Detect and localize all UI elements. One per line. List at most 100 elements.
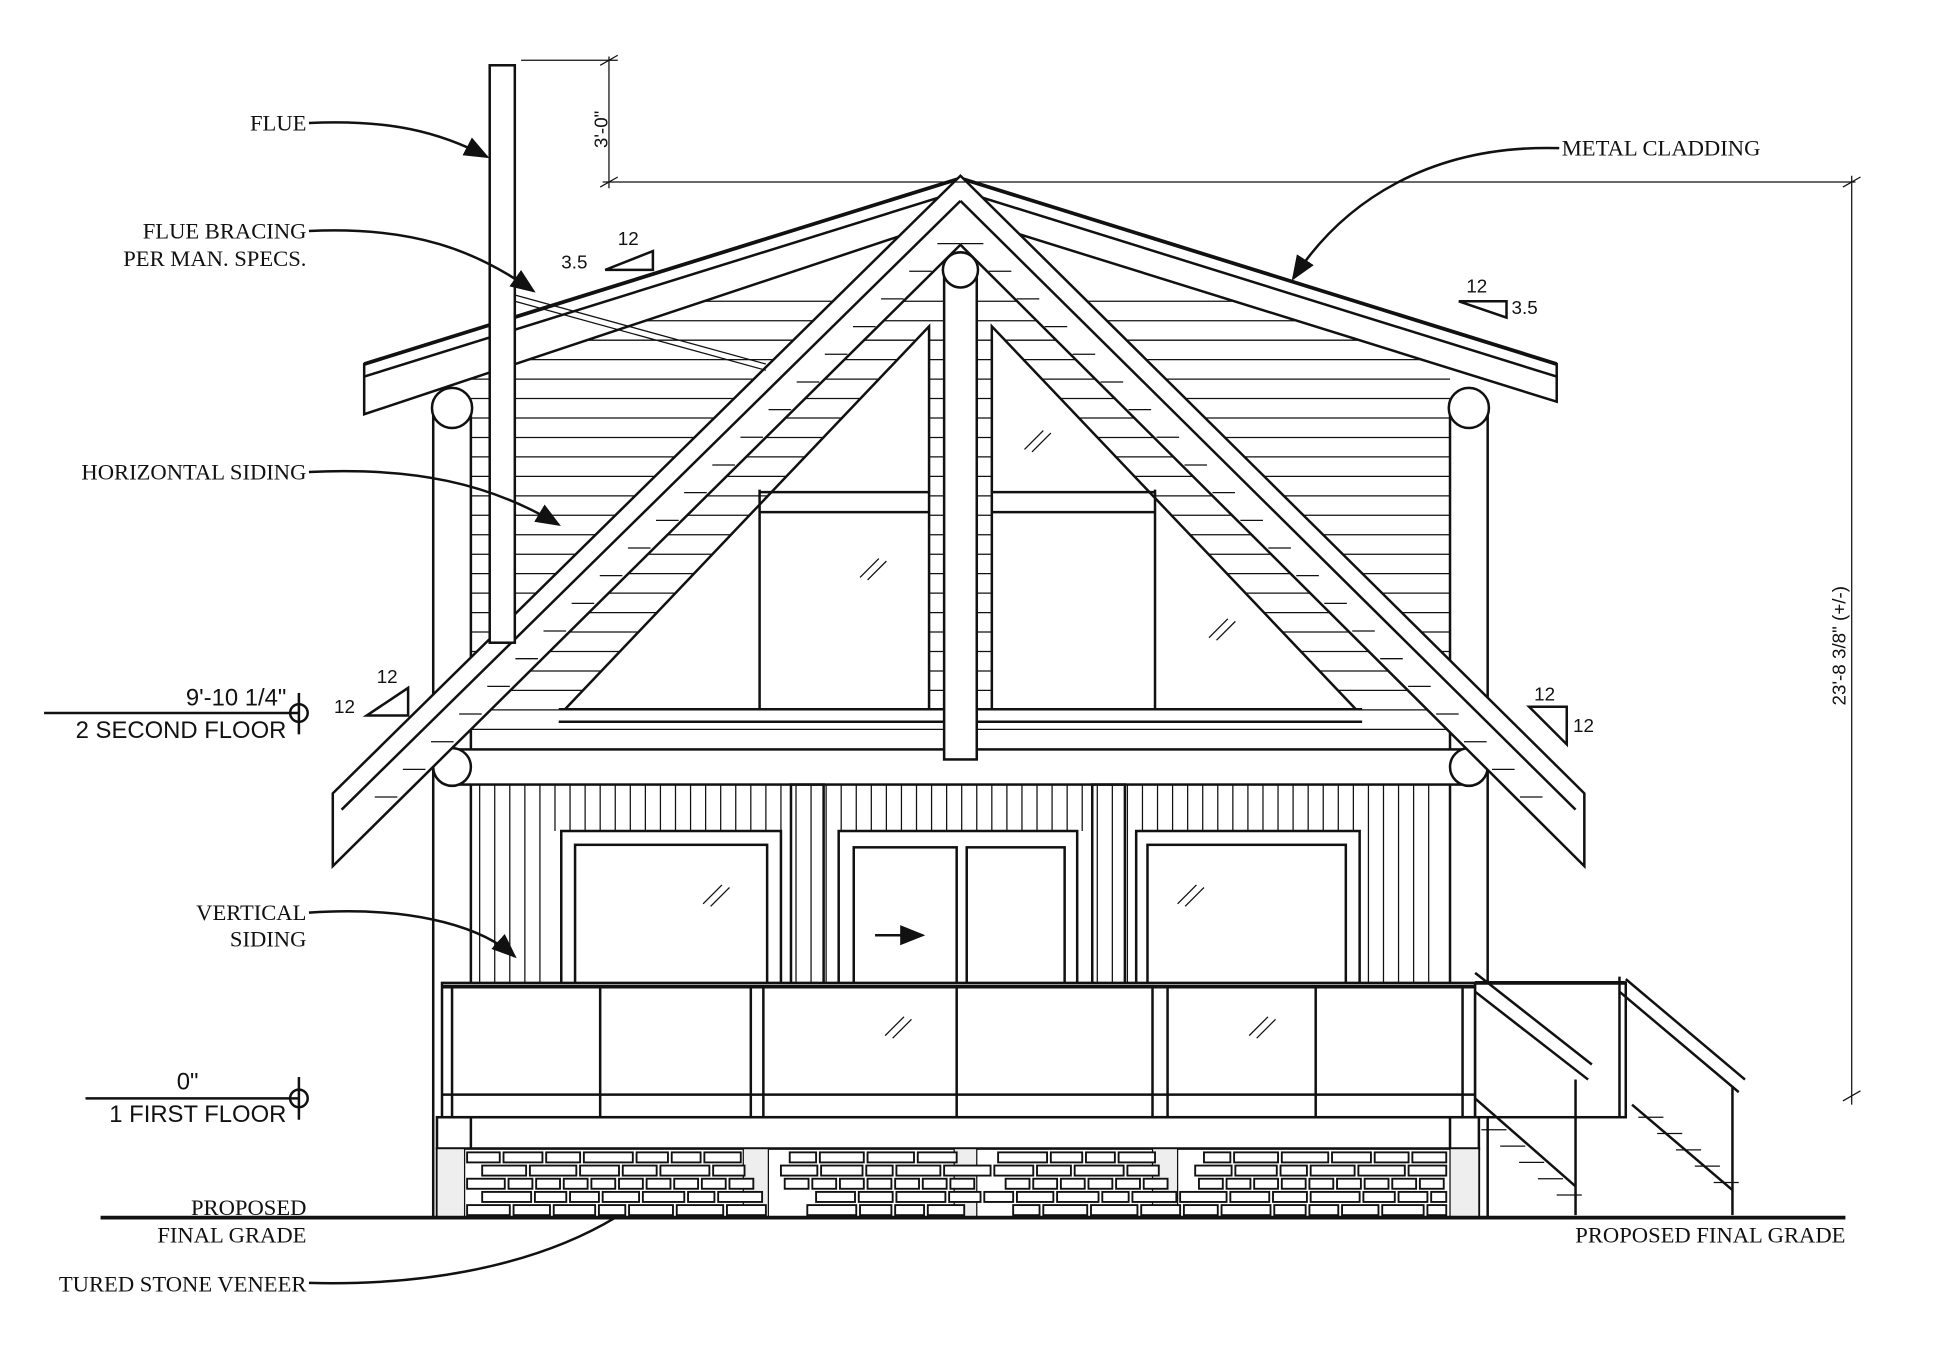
stone <box>1426 1204 1448 1217</box>
stone <box>921 1177 948 1190</box>
stone <box>512 1204 551 1217</box>
gable-windows <box>558 251 1363 761</box>
stone <box>1042 1204 1089 1217</box>
stone <box>838 1177 865 1190</box>
stone <box>1430 1190 1448 1203</box>
stone <box>641 1190 686 1203</box>
second-floor-name: 2 SECOND FLOOR <box>76 717 287 744</box>
stone <box>865 1164 894 1177</box>
stone <box>926 1204 966 1217</box>
stone <box>569 1190 600 1203</box>
stone <box>1203 1151 1232 1164</box>
stone <box>1309 1190 1361 1203</box>
stone <box>820 1164 864 1177</box>
pitch-roof-right-rise: 3.5 <box>1512 297 1538 318</box>
stone <box>894 1204 925 1217</box>
stone <box>528 1164 578 1177</box>
pitch-roof-right-run: 12 <box>1466 275 1487 296</box>
callout-flue: FLUE <box>250 111 306 136</box>
first-floor-height: 0" <box>177 1069 199 1096</box>
stone <box>1373 1151 1410 1164</box>
callout-stone-veneer: TURED STONE VENEER <box>59 1272 307 1297</box>
stone <box>895 1164 942 1177</box>
stone <box>712 1164 746 1177</box>
stone <box>659 1164 711 1177</box>
stone <box>1194 1164 1233 1177</box>
stone <box>481 1164 528 1177</box>
stone <box>635 1151 669 1164</box>
pitch-symbols <box>362 249 1569 748</box>
pier <box>436 1147 466 1219</box>
stone <box>703 1151 742 1164</box>
stone <box>1085 1151 1116 1164</box>
pitch-truss-right-run: 12 <box>1534 683 1555 704</box>
stone <box>582 1151 634 1164</box>
stone <box>1308 1204 1340 1217</box>
stone <box>562 1177 589 1190</box>
stone <box>1308 1177 1335 1190</box>
stone <box>916 1151 958 1164</box>
callout-leaders <box>308 121 1560 1285</box>
callout-flue-bracing-1: FLUE BRACING <box>143 219 307 244</box>
main-roof <box>362 176 1558 416</box>
stone <box>545 1151 582 1164</box>
stone <box>502 1151 544 1164</box>
stone <box>866 1151 915 1164</box>
stone <box>590 1177 617 1190</box>
stone <box>894 1177 920 1190</box>
stone <box>466 1204 511 1217</box>
stone <box>1179 1190 1228 1203</box>
pitch-truss-left-rise: 12 <box>334 696 355 717</box>
stone <box>1280 1177 1307 1190</box>
stone <box>1336 1177 1362 1190</box>
stone <box>1362 1190 1396 1203</box>
stone <box>1004 1177 1031 1190</box>
stone <box>895 1190 947 1203</box>
stone <box>507 1177 534 1190</box>
ground-floor-openings <box>560 430 1361 987</box>
stone <box>717 1190 764 1203</box>
stone <box>601 1190 641 1203</box>
stone <box>857 1190 894 1203</box>
stone-veneer-base <box>435 1147 1481 1219</box>
pier <box>1449 1147 1480 1219</box>
stone <box>1229 1190 1271 1203</box>
stone <box>1391 1177 1418 1190</box>
stone <box>983 1190 1015 1203</box>
stone <box>466 1151 501 1164</box>
stone <box>628 1204 674 1217</box>
stone <box>1073 1164 1125 1177</box>
stone <box>788 1151 818 1164</box>
dimension-flue-height: 3'-0" <box>591 111 612 148</box>
stone <box>481 1190 533 1203</box>
stone <box>948 1190 982 1203</box>
stone <box>783 1177 810 1190</box>
dimension-lines <box>521 54 1861 1105</box>
vertical-siding <box>479 784 1430 983</box>
a-frame-truss <box>331 173 1586 870</box>
stone <box>687 1190 716 1203</box>
stone <box>533 1190 568 1203</box>
stone <box>943 1164 992 1177</box>
stone <box>818 1151 865 1164</box>
stone <box>1056 1190 1100 1203</box>
stone <box>1397 1190 1429 1203</box>
stone <box>866 1177 893 1190</box>
stone <box>535 1177 561 1190</box>
stone <box>728 1177 755 1190</box>
stone <box>1331 1151 1372 1164</box>
stone <box>1090 1204 1139 1217</box>
stone <box>815 1190 856 1203</box>
callout-grade-left-1: PROPOSED <box>191 1195 306 1220</box>
stone <box>1357 1164 1406 1177</box>
stone <box>1101 1190 1130 1203</box>
callout-grade-right: PROPOSED FINAL GRADE <box>1575 1223 1845 1248</box>
pitch-truss-right-rise: 12 <box>1573 715 1594 736</box>
stone <box>552 1204 597 1217</box>
stone <box>1253 1177 1279 1190</box>
stone <box>1117 1151 1156 1164</box>
stone <box>997 1151 1049 1164</box>
stone <box>1363 1177 1390 1190</box>
stone <box>1059 1177 1086 1190</box>
